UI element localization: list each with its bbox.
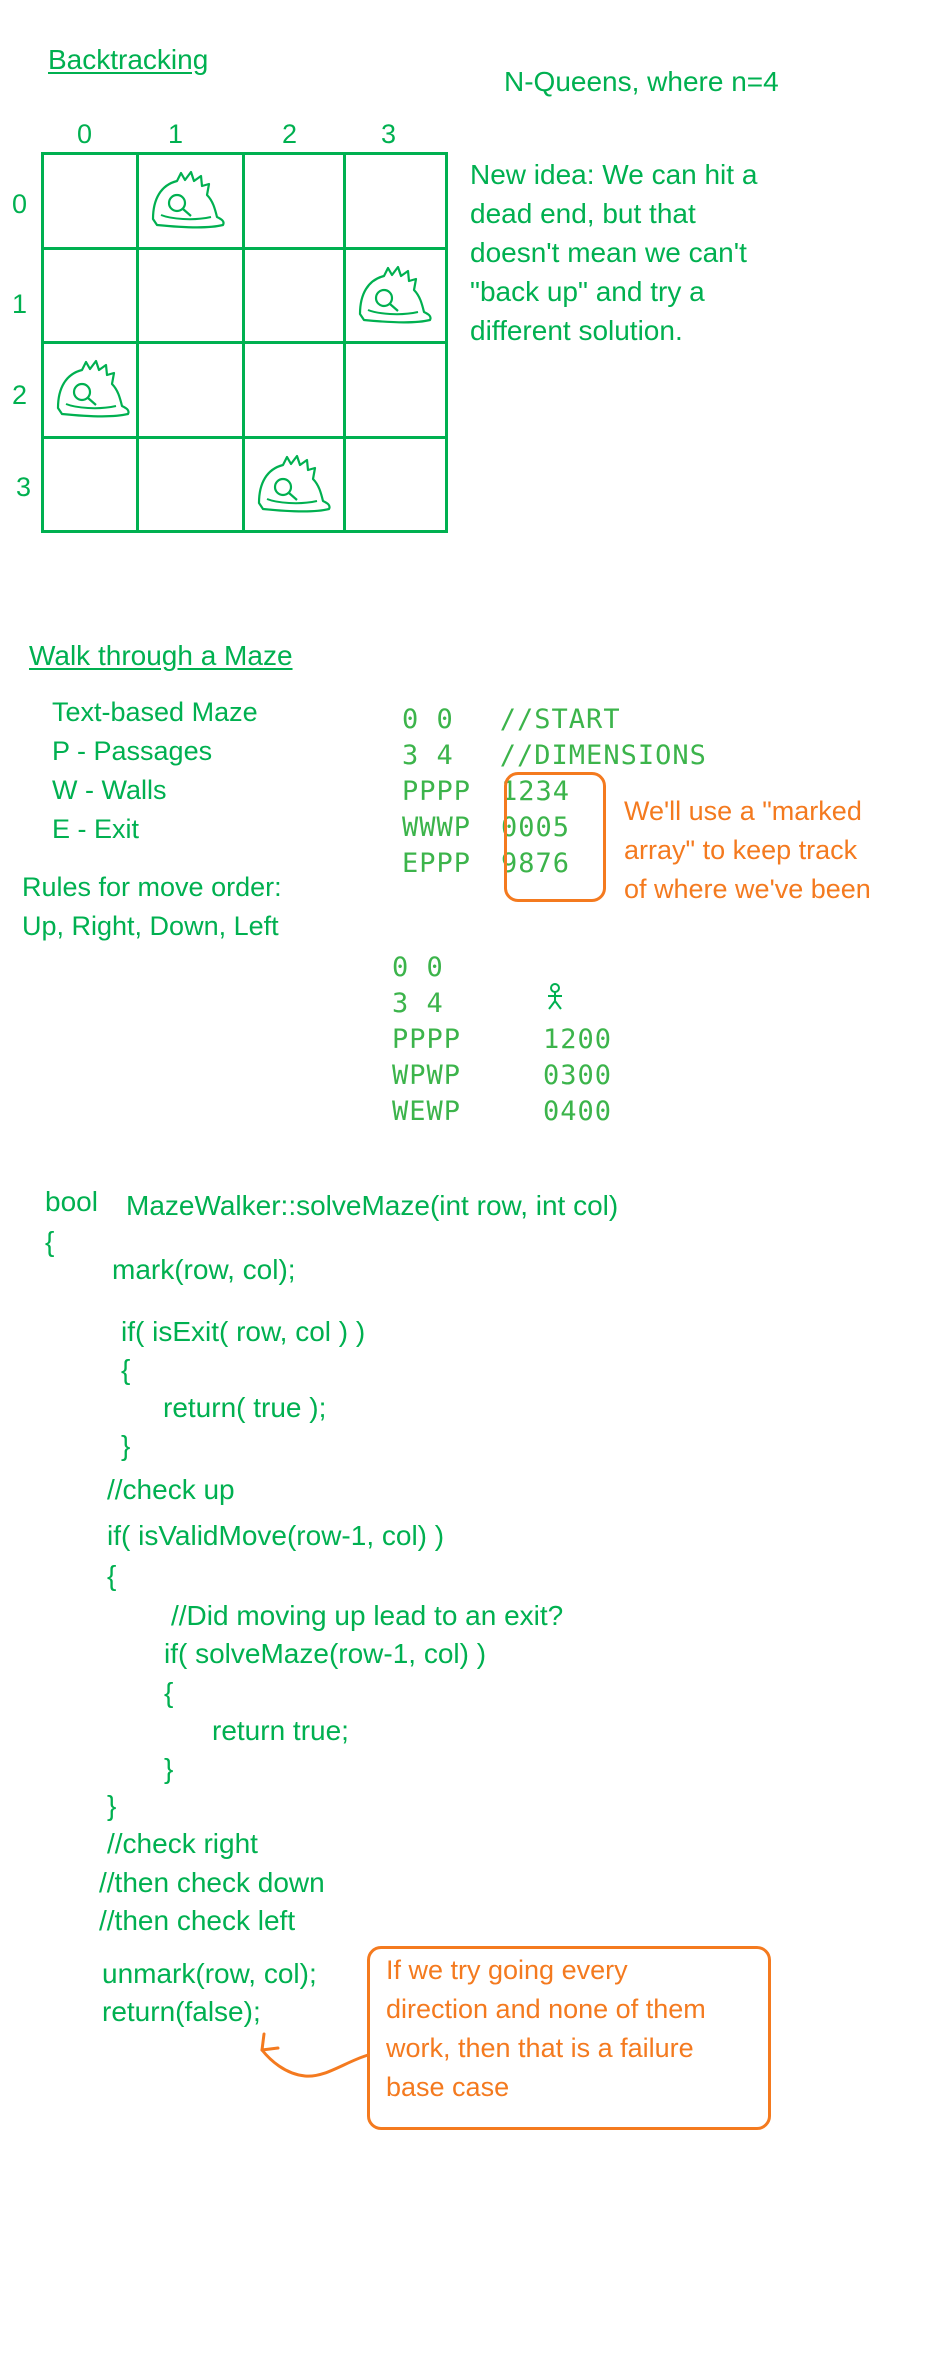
legend-line: E - Exit — [52, 814, 140, 844]
queen-icon — [56, 359, 130, 417]
code-comment: //check up — [107, 1474, 235, 1505]
code-signature-type: bool — [45, 1186, 98, 1217]
code-signature: MazeWalker::solveMaze(int row, int col) — [126, 1190, 619, 1221]
queen-icon — [358, 265, 432, 323]
legend-line: Text-based Maze — [52, 697, 258, 727]
code-brace: } — [121, 1430, 131, 1461]
failure-note-line: If we try going every — [386, 1955, 628, 1985]
nqueens-board — [40, 151, 448, 533]
new-idea-line: New idea: We can hit a — [470, 159, 758, 190]
code-brace: } — [107, 1790, 117, 1821]
code-line: if( isValidMove(row-1, col) ) — [107, 1520, 445, 1551]
code-line: if( isExit( row, col ) ) — [121, 1316, 366, 1347]
board-cell — [241, 151, 346, 250]
rules-line: Rules for move order: — [22, 872, 282, 902]
board-cell — [40, 151, 139, 250]
failure-note-line: direction and none of them — [386, 1994, 706, 2024]
column-label-1: 1 — [168, 119, 184, 149]
legend-line: P - Passages — [52, 736, 213, 766]
failure-note-line: work, then that is a failure — [386, 2033, 694, 2063]
board-cell — [342, 435, 448, 533]
row-label-2: 2 — [12, 380, 28, 410]
code-brace: { — [45, 1226, 55, 1257]
marked-note-line: array" to keep track — [624, 835, 858, 865]
code-line: return( true ); — [163, 1392, 327, 1423]
marked-array-note: We'll use a "marked array" to keep track… — [624, 792, 871, 909]
new-idea-line: dead end, but that — [470, 198, 696, 229]
code-comment: //Did moving up lead to an exit? — [171, 1600, 564, 1631]
new-idea-line: different solution. — [470, 315, 683, 346]
failure-note-line: base case — [386, 2072, 510, 2102]
code-line: unmark(row, col); — [102, 1958, 317, 1989]
maze-start-line: 0 0 — [392, 952, 444, 983]
board-cell — [241, 435, 346, 533]
maze-title: Walk through a Maze — [29, 640, 293, 671]
code-line: mark(row, col); — [112, 1254, 296, 1285]
maze-dims-line: 3 4 — [392, 988, 444, 1019]
column-label-3: 3 — [381, 119, 397, 149]
code-brace: { — [121, 1354, 131, 1385]
queen-icon — [257, 454, 331, 512]
marked-note-line: We'll use a "marked — [624, 796, 862, 826]
rules-line: Up, Right, Down, Left — [22, 911, 279, 941]
new-idea-line: "back up" and try a — [470, 276, 705, 307]
row-label-1: 1 — [12, 289, 28, 319]
board-cell — [40, 340, 139, 439]
new-idea-line: doesn't mean we can't — [470, 237, 747, 268]
maze-legend: Text-based Maze P - Passages W - Walls E… — [52, 693, 258, 849]
code-brace: } — [164, 1753, 174, 1784]
code-brace: { — [107, 1560, 117, 1591]
code-comment: //then check down — [99, 1867, 325, 1898]
code-comment: //check right — [107, 1828, 258, 1859]
maze-start-line: 0 0//START — [402, 704, 621, 735]
maze-dims-line: 3 4//DIMENSIONS — [402, 740, 707, 771]
board-cell — [135, 246, 245, 344]
board-cell — [40, 435, 139, 533]
queen-icon — [151, 170, 225, 228]
legend-line: W - Walls — [52, 775, 167, 805]
board-cell — [241, 246, 346, 344]
board-cell — [342, 246, 448, 344]
board-cell — [342, 340, 448, 439]
failure-note: If we try going every direction and none… — [386, 1951, 706, 2107]
marked-note-line: of where we've been — [624, 874, 871, 904]
code-line: if( solveMaze(row-1, col) ) — [164, 1638, 487, 1669]
column-label-0: 0 — [77, 119, 93, 149]
column-label-2: 2 — [282, 119, 298, 149]
marked-array-highlight — [504, 772, 606, 902]
move-order-rules: Rules for move order: Up, Right, Down, L… — [22, 868, 282, 946]
walker-icon — [548, 983, 562, 1010]
board-cell — [241, 340, 346, 439]
code-brace: { — [164, 1677, 174, 1708]
code-line: return(false); — [102, 1996, 261, 2027]
board-cell — [135, 435, 245, 533]
board-cell — [135, 151, 245, 250]
row-label-0: 0 — [12, 189, 28, 219]
failure-note-box — [367, 1946, 771, 2130]
board-cell — [40, 246, 139, 344]
board-cell — [342, 151, 448, 250]
new-idea-note: New idea: We can hit a dead end, but tha… — [470, 155, 757, 350]
nqueens-title: N-Queens, where n=4 — [504, 66, 779, 97]
board-cell — [135, 340, 245, 439]
arrow-icon — [260, 2032, 370, 2078]
code-line: return true; — [212, 1715, 349, 1746]
row-label-3: 3 — [16, 472, 32, 502]
code-comment: //then check left — [99, 1905, 296, 1936]
page-title: Backtracking — [48, 44, 209, 75]
